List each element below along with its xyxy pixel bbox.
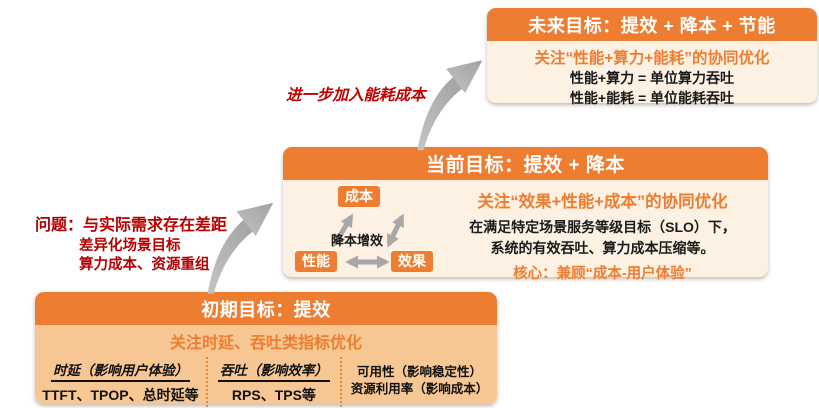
curved-up-arrow-icon-lower bbox=[207, 202, 274, 294]
utilization-line: 资源利用率（影响成本） bbox=[350, 382, 489, 396]
latency-header: 时延（影响用户体验） bbox=[50, 359, 190, 382]
triangle-node-effect: 效果 bbox=[391, 251, 433, 272]
problem-line-1: 差异化场景目标 bbox=[79, 238, 181, 254]
availability-column: 可用性（影响稳定性） 资源利用率（影响成本） bbox=[339, 357, 497, 407]
current-detail-1: 在满足特定场景服务等级目标（SLO）下， bbox=[469, 219, 736, 235]
triangle-center-label: 降本增效 bbox=[331, 233, 384, 248]
curved-up-arrow-icon-upper bbox=[417, 60, 483, 151]
initial-focus-line: 关注时延、吞吐类指标优化 bbox=[169, 335, 362, 352]
current-goal-box: 当前目标：提效 + 降本 成本 性能 效果 降本增效 bbox=[283, 147, 768, 282]
latency-detail: TTFT、TPOP、总时延等 bbox=[42, 387, 199, 403]
problem-annotation-title: 问题：与实际需求存在差距 bbox=[35, 217, 228, 234]
current-goal-body: 成本 性能 效果 降本增效 关注“效果+性能+成本”的协同优化 在满足特定场景服… bbox=[283, 180, 768, 282]
initial-goal-body: 关注时延、吞吐类指标优化 时延（影响用户体验） TTFT、TPOP、总时延等 吞… bbox=[35, 325, 497, 407]
current-core-line: 核心：兼顾“成本-用户体验” bbox=[513, 266, 692, 282]
future-goal-box: 未来目标：提效 + 降本 + 节能 关注“性能+算力+能耗”的协同优化 性能+算… bbox=[487, 8, 817, 106]
throughput-detail: RPS、TPS等 bbox=[231, 387, 316, 403]
current-goal-text: 关注“效果+性能+成本”的协同优化 在满足特定场景服务等级目标（SLO）下， 系… bbox=[445, 186, 760, 282]
future-goal-body: 关注“性能+算力+能耗”的协同优化 性能+算力 = 单位算力吞吐 性能+能耗 =… bbox=[487, 41, 817, 106]
triangle-node-cost: 成本 bbox=[338, 186, 380, 207]
throughput-header: 吞吐（影响效率） bbox=[217, 359, 330, 382]
problem-annotation-lines: 差异化场景目标 算力成本、资源重组 bbox=[79, 237, 210, 275]
metric-columns: 时延（影响用户体验） TTFT、TPOP、总时延等 吞吐（影响效率） RPS、T… bbox=[35, 357, 497, 407]
current-detail-2: 系统的有效吞吐、算力成本压缩等。 bbox=[490, 240, 715, 256]
problem-line-2: 算力成本、资源重组 bbox=[79, 257, 210, 273]
current-focus-line: 关注“效果+性能+成本”的协同优化 bbox=[477, 193, 728, 211]
triangle-arrows-icon bbox=[332, 213, 405, 269]
initial-goal-box: 初期目标：提效 关注时延、吞吐类指标优化 时延（影响用户体验） TTFT、TPO… bbox=[35, 292, 497, 407]
triangle-node-performance: 性能 bbox=[295, 251, 337, 272]
throughput-column: 吞吐（影响效率） RPS、TPS等 bbox=[205, 357, 340, 407]
future-formula-1: 性能+算力 = 单位算力吞吐 bbox=[569, 70, 735, 86]
initial-goal-title: 初期目标：提效 bbox=[35, 292, 497, 325]
cost-performance-effect-triangle: 成本 性能 效果 降本增效 bbox=[293, 186, 445, 279]
current-goal-title: 当前目标：提效 + 降本 bbox=[283, 147, 768, 180]
availability-line: 可用性（影响稳定性） bbox=[356, 365, 482, 379]
future-goal-title: 未来目标：提效 + 降本 + 节能 bbox=[487, 8, 817, 41]
arrow-annotation: 进一步加入能耗成本 bbox=[286, 87, 426, 104]
latency-column: 时延（影响用户体验） TTFT、TPOP、总时延等 bbox=[35, 357, 206, 407]
future-formula-2: 性能+能耗 = 单位能耗吞吐 bbox=[569, 90, 735, 106]
future-focus-line: 关注“性能+算力+能耗”的协同优化 bbox=[534, 50, 770, 67]
